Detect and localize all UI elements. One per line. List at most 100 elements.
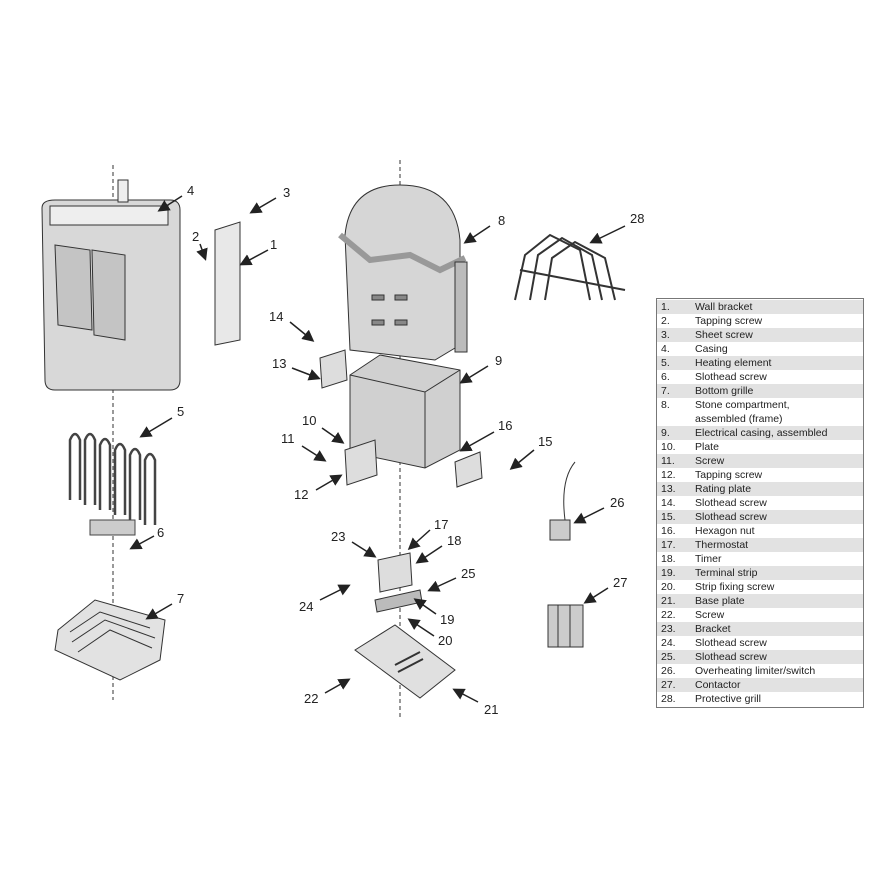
parts-list-row: 13.Rating plate xyxy=(657,482,863,496)
parts-list-row: 6. Slothead screw xyxy=(657,370,863,384)
callout-12: 12 xyxy=(294,487,308,502)
parts-list-row: 24.Slothead screw xyxy=(657,636,863,650)
part-name: Heating element xyxy=(695,357,772,369)
callout-21: 21 xyxy=(484,702,498,717)
part-number: 23. xyxy=(661,623,676,635)
parts-list-row: 12. Tapping screw xyxy=(657,468,863,482)
part-name: Bottom grille xyxy=(695,385,754,397)
bracket-part xyxy=(377,552,413,593)
part-name: Slothead screw xyxy=(695,497,767,509)
part-name: Base plate xyxy=(695,595,745,607)
overheating-limiter-part xyxy=(549,461,576,541)
parts-list: 1. Wall bracket 2. Tapping screw 3. Sheet s… xyxy=(656,298,864,708)
callout-26: 26 xyxy=(610,495,624,510)
callout-arrows xyxy=(129,195,626,703)
part-number: 28. xyxy=(661,693,676,705)
parts-list-row: 21. Base plate xyxy=(657,594,863,608)
part-name: Casing xyxy=(695,343,728,355)
parts-list-row: 16. Hexagon nut xyxy=(657,524,863,538)
callout-labels: 1 2 3 4 5 6 7 8 9 10 11 12 13 14 15 16 1… xyxy=(157,183,644,717)
callout-10: 10 xyxy=(302,413,316,428)
parts-list-row: 1. Wall bracket xyxy=(657,300,863,314)
part-number: 20. xyxy=(661,581,676,593)
part-name: Sheet screw xyxy=(695,329,753,341)
callout-20: 20 xyxy=(438,633,452,648)
callout-2: 2 xyxy=(192,229,199,244)
part-number: 8. xyxy=(661,399,670,411)
part-name: Rating plate xyxy=(695,483,752,495)
part-name: Strip fixing screw xyxy=(695,581,775,593)
callout-9: 9 xyxy=(495,353,502,368)
callout-24: 24 xyxy=(299,599,313,614)
callout-15: 15 xyxy=(538,434,552,449)
parts-list-row: 20. Strip fixing screw xyxy=(657,580,863,594)
part-name: Tapping screw xyxy=(695,315,763,327)
parts-list-row: 7. Bottom grille xyxy=(657,384,863,398)
parts-list-row: 28. Protective grill xyxy=(657,692,863,706)
casing-part xyxy=(41,179,181,391)
part-number: 15. xyxy=(661,511,676,523)
part-number: 25. xyxy=(661,651,676,663)
contactor-part xyxy=(547,604,584,648)
callout-13: 13 xyxy=(272,356,286,371)
terminal-strip-part xyxy=(374,589,423,613)
callout-4: 4 xyxy=(187,183,194,198)
parts-list-row: 19. Terminal strip xyxy=(657,566,863,580)
parts-list-row: 22.Screw xyxy=(657,608,863,622)
callout-27: 27 xyxy=(613,575,627,590)
part-number: 18. xyxy=(661,553,676,565)
part-name: Overheating limiter/switch xyxy=(695,665,816,677)
parts-list-row: 4.Casing xyxy=(657,342,863,356)
part-name: Terminal strip xyxy=(695,567,758,579)
part-name: Slothead screw xyxy=(695,371,767,383)
part-name: Slothead screw xyxy=(695,511,767,523)
parts-list-row: 11.Screw xyxy=(657,454,863,468)
parts-list-row: 5.Heating element xyxy=(657,356,863,370)
part-number: 6. xyxy=(661,371,670,383)
callout-5: 5 xyxy=(177,404,184,419)
part-number: 1. xyxy=(661,301,670,313)
callout-18: 18 xyxy=(447,533,461,548)
part-name: Electrical casing, assembled xyxy=(695,427,828,439)
part-number: 16. xyxy=(661,525,676,537)
callout-6: 6 xyxy=(157,525,164,540)
part-number: 11. xyxy=(661,455,675,467)
callout-14: 14 xyxy=(269,309,283,324)
part-number: 3. xyxy=(661,329,670,341)
part-number: 19. xyxy=(661,567,676,579)
part-number: 22. xyxy=(661,609,676,621)
part-name: Contactor xyxy=(695,679,741,691)
parts-list-row: 17.Thermostat xyxy=(657,538,863,552)
part-number: 27. xyxy=(661,679,676,691)
part-name: Tapping screw xyxy=(695,469,763,481)
part-name: Hexagon nut xyxy=(695,525,755,537)
parts-list-row: 3. Sheet screw xyxy=(657,328,863,342)
parts-list-row: 25. Slothead screw xyxy=(657,650,863,664)
part-number: 7. xyxy=(661,385,670,397)
parts-list-row: 27. Contactor xyxy=(657,678,863,692)
parts-list-row: 23.Bracket xyxy=(657,622,863,636)
part-number: 24. xyxy=(661,637,676,649)
base-plate-part xyxy=(354,624,456,699)
part-number: 21. xyxy=(661,595,676,607)
part-name: Thermostat xyxy=(695,539,749,551)
part-name: Slothead screw xyxy=(695,651,767,663)
callout-1: 1 xyxy=(270,237,277,252)
bottom-grille-part xyxy=(54,599,166,681)
part-number: 14. xyxy=(661,497,676,509)
part-number: 26. xyxy=(661,665,676,677)
callout-3: 3 xyxy=(283,185,290,200)
part-number: 12. xyxy=(661,469,676,481)
parts-list-row: 9.Electrical casing, assembled xyxy=(657,426,863,440)
callout-8: 8 xyxy=(498,213,505,228)
part-name: Protective grill xyxy=(695,693,761,705)
part-name: Wall bracket xyxy=(695,301,753,313)
parts-list-row: 8.Stone compartment, assembled (frame) xyxy=(657,398,863,426)
callout-7: 7 xyxy=(177,591,184,606)
side-plate-part xyxy=(454,451,483,488)
protective-grill-part xyxy=(514,233,626,301)
part-number: 2. xyxy=(661,315,670,327)
callout-25: 25 xyxy=(461,566,475,581)
callout-22: 22 xyxy=(304,691,318,706)
